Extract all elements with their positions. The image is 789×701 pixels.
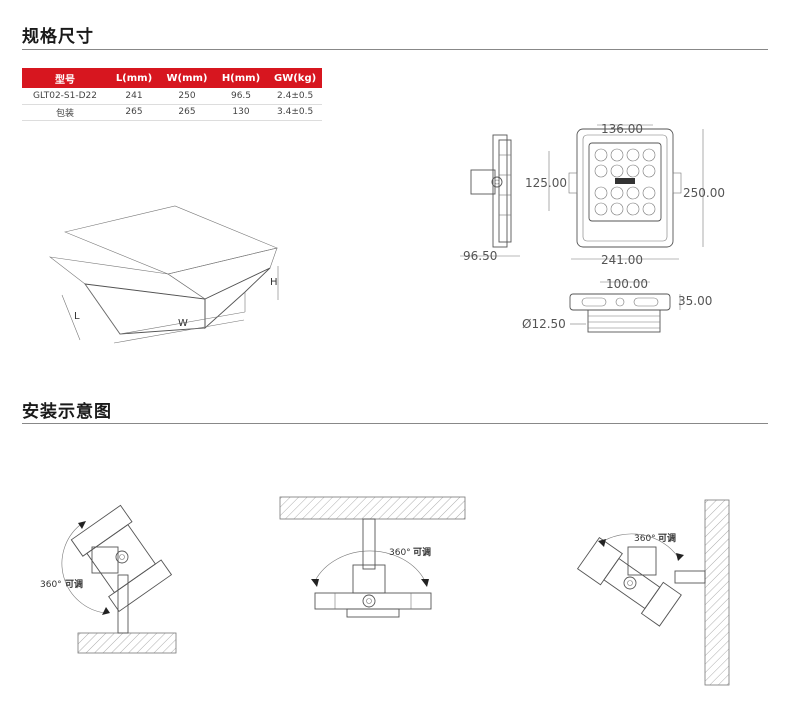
cell-length: 241	[108, 88, 160, 105]
cell-width: 250	[160, 88, 214, 105]
cell-height: 130	[214, 104, 268, 121]
packaging-box-diagram: L W H	[48, 205, 279, 344]
dim-bracket-width: 100.00	[606, 277, 648, 291]
col-header-model: 型号	[22, 68, 108, 88]
rotation-label-floor: 360°	[40, 580, 62, 590]
dim-top-width: 136.00	[601, 122, 643, 136]
dim-left-height: 125.00	[525, 176, 567, 190]
install-ceiling-mount-diagram: 360° 可调	[279, 496, 466, 618]
bracket-view-diagram: 100.00 35.00 Ø12.50	[522, 277, 712, 333]
install-section-title: 安装示意图	[22, 402, 112, 422]
col-header-length: L(mm)	[108, 68, 160, 88]
ceiling-surface	[279, 496, 466, 520]
col-header-height: H(mm)	[214, 68, 268, 88]
dim-side-depth: 96.50	[463, 249, 497, 263]
front-led-panel	[588, 142, 662, 222]
floor-pivot	[115, 550, 129, 564]
side-body	[492, 134, 508, 248]
wall-surface	[704, 499, 730, 686]
box-side-face	[204, 267, 271, 330]
col-header-weight: GW(kg)	[268, 68, 323, 88]
rotation-label-wall: 360°	[634, 534, 656, 544]
wall-pivot	[623, 576, 637, 590]
front-logo-plate	[615, 178, 635, 184]
side-view-diagram: 96.50	[460, 134, 520, 263]
side-fins	[498, 139, 512, 243]
ceiling-lamp-head	[314, 592, 432, 610]
floor-bracket-box	[91, 546, 119, 574]
rotation-suffix-ceiling: 可调	[413, 546, 431, 558]
wall-arm	[674, 570, 706, 584]
wall-lamp-head	[576, 536, 682, 627]
side-bracket	[470, 169, 496, 195]
dim-bracket-height: 35.00	[678, 294, 712, 308]
spec-section-rule	[22, 49, 768, 50]
front-view-diagram: 136.00 125.00 250.00 241.00	[525, 122, 725, 267]
rotation-suffix-floor: 可调	[65, 578, 83, 590]
dim-bottom-width: 241.00	[601, 253, 643, 267]
box-label-h: H	[270, 277, 278, 288]
floor-lamp-head	[70, 504, 173, 613]
cell-weight: 2.4±0.5	[268, 88, 323, 105]
spec-table: 型号 L(mm) W(mm) H(mm) GW(kg) GLT02-S1-D22…	[22, 68, 323, 121]
cell-model: GLT02-S1-D22	[22, 88, 108, 105]
box-flap-left	[48, 256, 206, 300]
front-housing	[576, 128, 674, 248]
rotation-label-ceiling: 360°	[389, 548, 411, 558]
table-row: GLT02-S1-D22 241 250 96.5 2.4±0.5	[22, 88, 323, 105]
box-label-w: W	[178, 318, 188, 329]
led-lens-array	[594, 148, 656, 216]
install-floor-mount-diagram: 360° 可调	[40, 504, 177, 654]
box-label-l: L	[74, 311, 80, 322]
bracket-bar	[569, 293, 671, 311]
bracket-base	[587, 309, 661, 333]
box-flap-right	[167, 247, 278, 300]
ceiling-pole	[362, 518, 376, 570]
floor-surface	[77, 632, 177, 654]
cell-model: 包装	[22, 104, 108, 121]
dim-hole-diameter: Ø12.50	[522, 317, 566, 331]
side-pivot-knob	[491, 176, 503, 188]
rotation-suffix-wall: 可调	[658, 532, 676, 544]
dim-right-height: 250.00	[683, 186, 725, 200]
wall-bracket-box	[627, 546, 657, 576]
cell-width: 265	[160, 104, 214, 121]
cell-height: 96.5	[214, 88, 268, 105]
table-row: 包装 265 265 130 3.4±0.5	[22, 104, 323, 121]
spec-section-title: 规格尺寸	[22, 27, 94, 47]
floor-pole	[117, 574, 129, 634]
spec-table-header: 型号 L(mm) W(mm) H(mm) GW(kg)	[22, 68, 323, 88]
cell-length: 265	[108, 104, 160, 121]
install-section-rule	[22, 423, 768, 424]
install-wall-mount-diagram: 360° 可调	[576, 499, 730, 686]
ceiling-pivot	[362, 594, 376, 608]
cell-weight: 3.4±0.5	[268, 104, 323, 121]
col-header-width: W(mm)	[160, 68, 214, 88]
